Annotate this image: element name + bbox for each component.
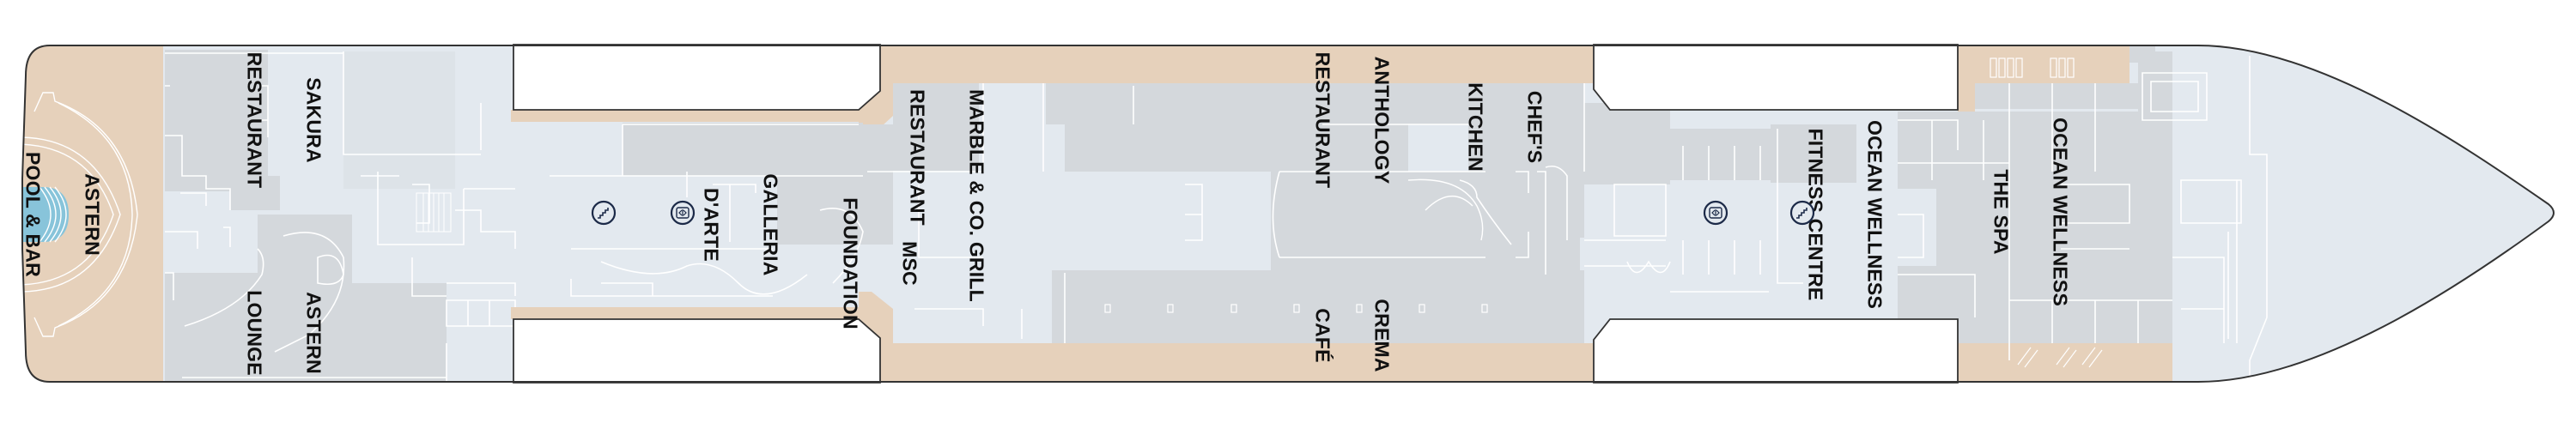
venue-anthology-restaurant[interactable]: ANTHOLOGY RESTAURANT [1293,52,1431,189]
pool-steps [39,186,67,243]
deck-cutouts [513,44,1959,384]
venue-astern-lounge[interactable]: ASTERN LOUNGE [225,290,363,376]
astern-pool [22,187,69,242]
venue-label-line: OCEAN WELLNESS [1863,119,1886,310]
venue-label-line: ANTHOLOGY [1370,56,1394,184]
venue-label-line: RESTAURANT [1311,51,1334,189]
venue-label-line: D'ARTE [700,188,723,262]
spiral-staircase [1407,178,1484,241]
hull-outline [21,45,2555,383]
elevator-icon[interactable] [1703,200,1728,226]
bow-fore-strip [2129,45,2155,63]
cafe-column-markers [1104,304,1488,313]
venue-crema-cafe[interactable]: CREMA CAFÉ [1293,299,1431,372]
venue-chefs-kitchen[interactable]: CHEF'S KITCHEN [1446,82,1584,172]
venue-astern-pool-bar[interactable]: ASTERN POOL & BAR [3,152,142,277]
midship-wall-lines [550,56,2268,382]
pool-terrace-outlines [22,92,138,337]
venue-label-line: MARBLE & CO. GRILL [965,89,988,302]
venue-label-line: RESTAURANT [243,51,266,189]
venue-label-line: KITCHEN [1464,82,1487,172]
venue-label-line: LOUNGE [243,290,266,376]
venue-label-line: CAFÉ [1311,308,1334,363]
aft-staircase [416,192,452,233]
venue-label-line: ASTERN [302,292,325,374]
venue-label-line: FOUNDATION [839,197,862,329]
venue-label-line: OCEAN WELLNESS [2049,117,2072,307]
venue-label-line: POOL & BAR [21,152,45,277]
venue-marble-co-grill-restaurant[interactable]: MARBLE & CO. GRILL RESTAURANT [888,89,1026,302]
venue-label-line: THE SPA [1990,169,2013,255]
venue-label-line: GALLERIA [759,173,782,276]
stairs-icon[interactable] [1789,200,1815,226]
venue-sakura-restaurant[interactable]: SAKURA RESTAURANT [225,52,363,189]
venue-label-line: RESTAURANT [906,89,929,226]
venue-label-line: ASTERN [81,173,104,256]
stairs-icon[interactable] [591,200,617,226]
venue-label-line: CHEF'S [1523,90,1546,164]
venue-ocean-wellness-the-spa[interactable]: OCEAN WELLNESS THE SPA [1971,118,2110,306]
venue-galleria-darte[interactable]: GALLERIA D'ARTE [682,173,820,275]
sun-loungers [1990,57,2103,368]
aft-wall-lines [165,51,516,382]
elevator-icon[interactable] [670,200,696,226]
venue-label-line: SAKURA [302,77,325,163]
venue-label-line: CREMA [1370,299,1394,372]
